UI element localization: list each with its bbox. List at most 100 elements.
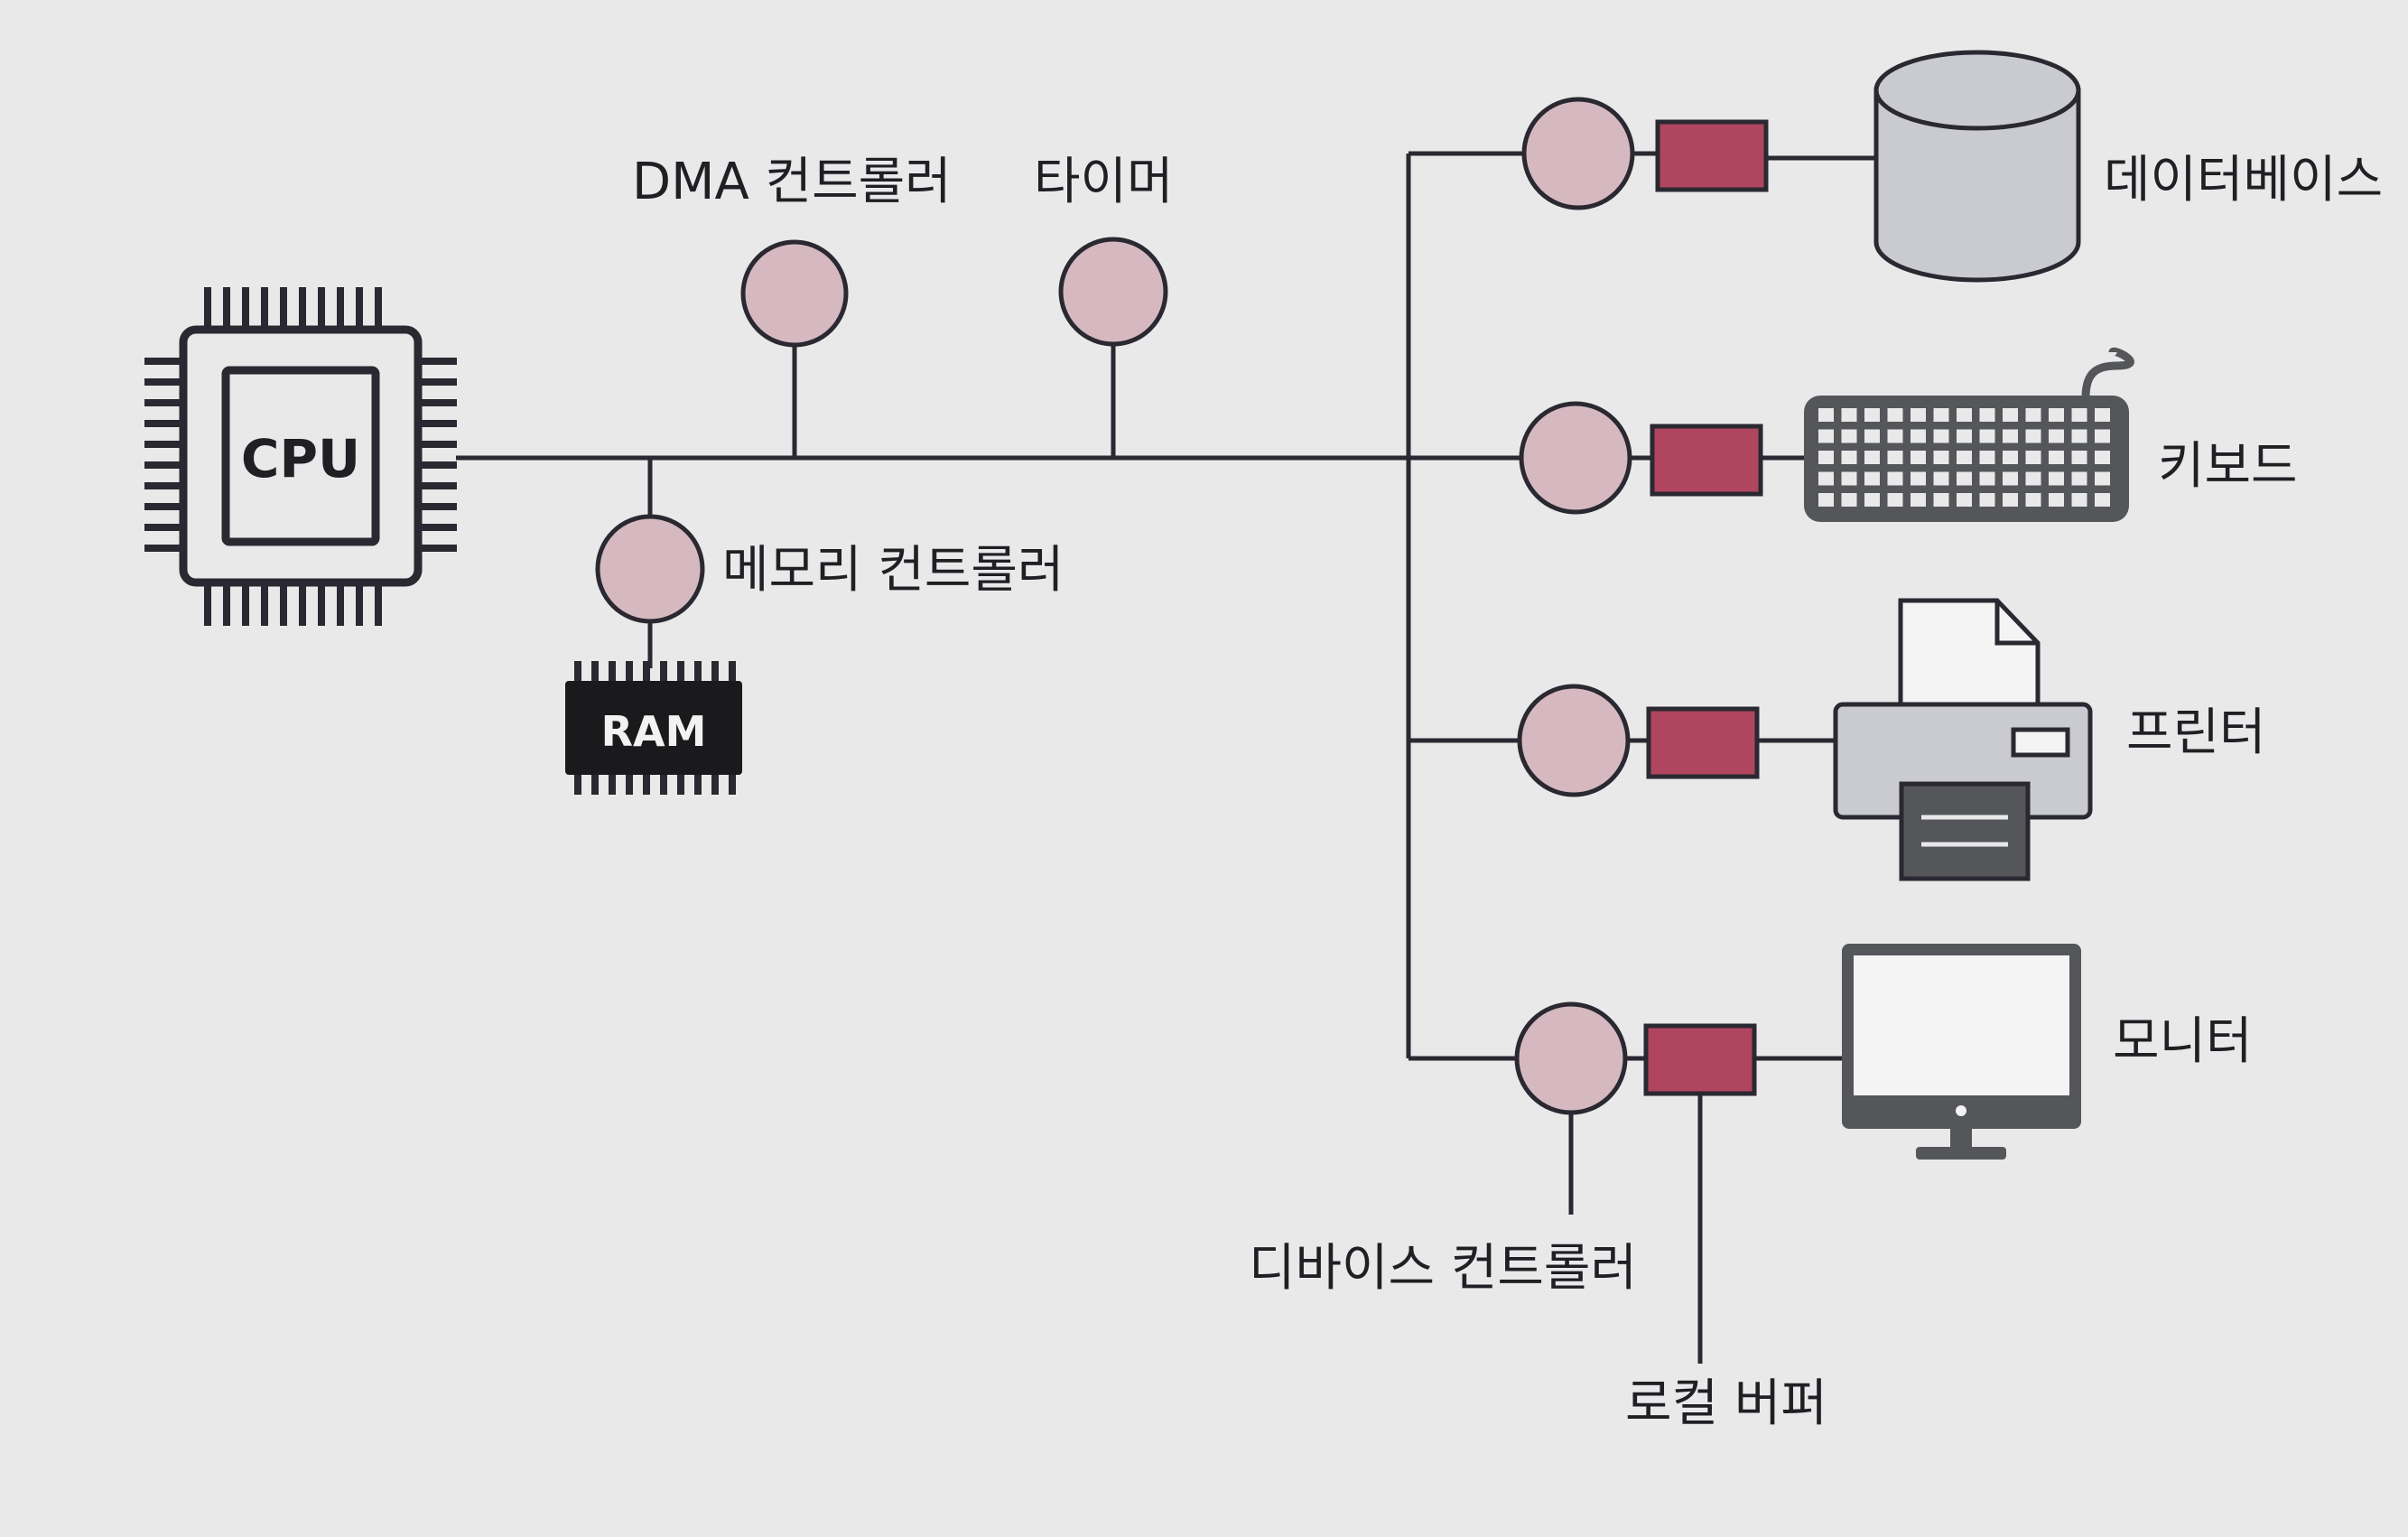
- pin: [729, 773, 736, 795]
- pin: [375, 287, 382, 331]
- pin: [417, 399, 457, 406]
- keyboard-key: [2049, 451, 2064, 464]
- keyboard-keys: [1818, 408, 2110, 507]
- keyboard-key: [2095, 429, 2110, 443]
- pin: [144, 503, 184, 510]
- keyboard-key: [2071, 451, 2087, 464]
- keyboard-key: [1864, 471, 1880, 486]
- pin: [144, 420, 184, 427]
- pin: [261, 582, 268, 626]
- labels: DMA 컨트롤러 타이머 메모리 컨트롤러 데이터베이스 키보드 프린터 모니터…: [632, 151, 2383, 1433]
- keyboard-key: [2071, 471, 2087, 486]
- keyboard-key: [2025, 429, 2041, 443]
- keyboard-key: [1864, 429, 1880, 443]
- pin: [417, 545, 457, 552]
- keyboard-key: [1887, 408, 1903, 422]
- keyboard-key: [2071, 493, 2087, 507]
- ram-pins: [574, 661, 736, 795]
- pin: [375, 582, 382, 626]
- printer-icon: [1833, 598, 2093, 881]
- keyboard-key: [1841, 429, 1857, 443]
- keyboard-key: [1957, 408, 1972, 422]
- pin: [417, 441, 457, 448]
- keyboard-key: [1911, 471, 1926, 486]
- local-buffer-printer: [1646, 706, 1760, 779]
- pin: [318, 582, 325, 626]
- pin: [417, 461, 457, 469]
- pin: [261, 287, 268, 331]
- pin: [223, 582, 230, 626]
- device-controller-label: 디바이스 컨트롤러: [1249, 1239, 1637, 1298]
- ram-label: RAM: [601, 707, 707, 756]
- pin: [574, 661, 581, 683]
- pin: [417, 524, 457, 531]
- keyboard-key: [1841, 471, 1857, 486]
- keyboard-key: [2049, 429, 2064, 443]
- keyboard-key: [1933, 493, 1949, 507]
- keyboard-key: [2025, 471, 2041, 486]
- pin: [337, 582, 344, 626]
- local-buffer-database: [1655, 119, 1769, 192]
- local-buffers: [1643, 119, 1769, 1096]
- keyboard-key: [1818, 429, 1834, 443]
- pin: [223, 287, 230, 331]
- pin: [711, 661, 719, 683]
- keyboard-icon: [1804, 347, 2134, 522]
- device-label-printer: 프린터: [2126, 703, 2266, 762]
- dma-controller-label: DMA 컨트롤러: [632, 153, 952, 211]
- pin: [356, 287, 363, 331]
- pin: [417, 482, 457, 489]
- pin: [591, 661, 599, 683]
- keyboard-key: [1887, 429, 1903, 443]
- memory-controller-node: [595, 514, 705, 624]
- keyboard-key: [1911, 408, 1926, 422]
- keyboard-key: [1887, 451, 1903, 464]
- keyboard-key: [1957, 451, 1972, 464]
- device-controller-node-monitor: [1514, 1001, 1628, 1115]
- pin: [144, 378, 184, 386]
- pin: [337, 287, 344, 331]
- keyboard-key: [1887, 471, 1903, 486]
- device-controller-node-printer: [1517, 684, 1631, 797]
- pin: [626, 773, 633, 795]
- keyboard-key: [1933, 429, 1949, 443]
- keyboard-key: [2025, 493, 2041, 507]
- device-controller-node-database: [1521, 97, 1635, 210]
- bus-lines: [456, 151, 1876, 1364]
- keyboard-key: [1818, 493, 1834, 507]
- pin: [660, 773, 667, 795]
- pin: [609, 773, 616, 795]
- pin: [144, 482, 184, 489]
- pin: [417, 503, 457, 510]
- database-icon: [1873, 50, 2081, 283]
- keyboard-key: [2071, 408, 2087, 422]
- keyboard-key: [1864, 493, 1880, 507]
- pin: [242, 287, 249, 331]
- memory-controller-label: 메모리 컨트롤러: [722, 541, 1064, 600]
- cpu-chip: CPU: [144, 287, 457, 626]
- keyboard-key: [2003, 429, 2018, 443]
- pin: [144, 399, 184, 406]
- pin: [609, 661, 616, 683]
- pin: [626, 661, 633, 683]
- keyboard-key: [1911, 429, 1926, 443]
- keyboard-key: [2025, 451, 2041, 464]
- keyboard-key: [1979, 471, 1995, 486]
- pin: [280, 582, 287, 626]
- device-label-keyboard: 키보드: [2158, 437, 2298, 496]
- pin: [280, 287, 287, 331]
- pin: [144, 545, 184, 552]
- keyboard-key: [1979, 493, 1995, 507]
- pin: [660, 661, 667, 683]
- pin: [318, 287, 325, 331]
- pin: [299, 287, 306, 331]
- keyboard-key: [1911, 451, 1926, 464]
- pin: [144, 358, 184, 365]
- keyboard-key: [1911, 493, 1926, 507]
- keyboard-key: [1864, 408, 1880, 422]
- ram-chip: RAM: [565, 661, 742, 795]
- device-controller-node-keyboard: [1519, 401, 1632, 515]
- local-buffer-monitor: [1643, 1023, 1757, 1096]
- cpu-pins: [144, 287, 457, 626]
